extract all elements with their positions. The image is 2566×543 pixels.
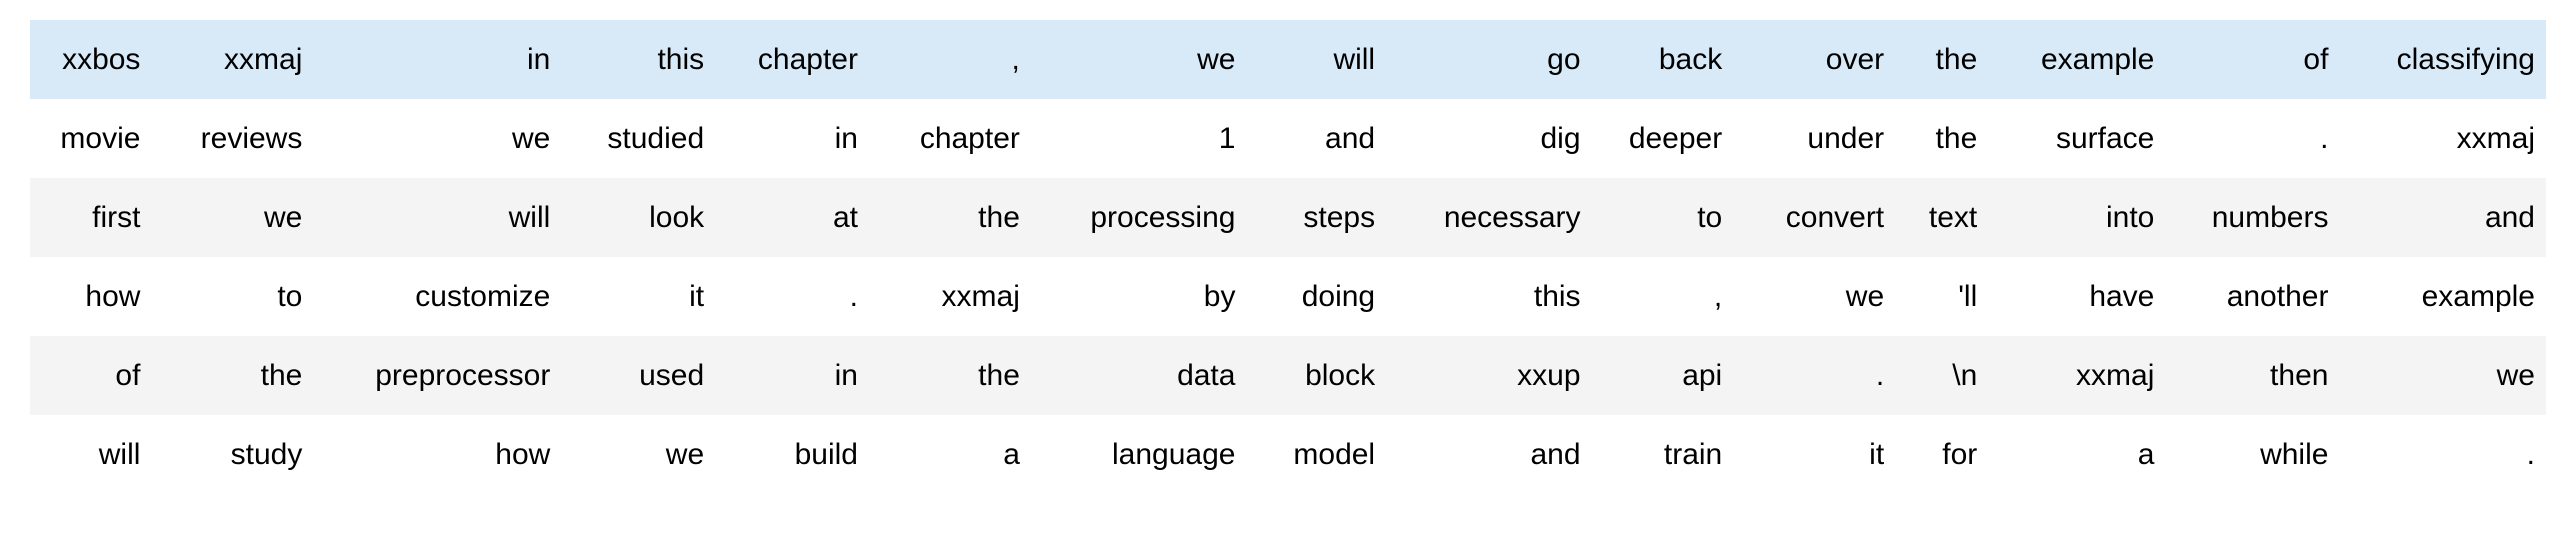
- table-cell: text: [1928, 200, 1978, 234]
- table-cell: of: [115, 358, 141, 392]
- table-cell: another: [2226, 279, 2329, 313]
- table-cell: xxmaj: [224, 42, 303, 76]
- table-cell: train: [1663, 437, 1723, 471]
- table-cell: and: [1530, 437, 1581, 471]
- table-cell: build: [794, 437, 858, 471]
- table-cell: while: [2260, 437, 2329, 471]
- table-cell: example: [2421, 279, 2535, 313]
- table-cell: chapter: [757, 42, 858, 76]
- table-cell: necessary: [1443, 200, 1581, 234]
- table-cell: in: [834, 121, 858, 155]
- table-cell: go: [1547, 42, 1581, 76]
- table-cell: this: [1533, 279, 1581, 313]
- table-cell: .: [2320, 121, 2329, 155]
- table-cell: example: [2040, 42, 2155, 76]
- table-cell: back: [1658, 42, 1723, 76]
- table-cell: how: [495, 437, 551, 471]
- table-cell: then: [2270, 358, 2329, 392]
- table-cell: in: [834, 358, 858, 392]
- table-cell: movie: [60, 121, 141, 155]
- table-row[interactable]: will study how we build a language model and trai…: [30, 415, 2546, 494]
- table-cell: .: [2526, 437, 2535, 471]
- table-cell: deeper: [1628, 121, 1723, 155]
- table-cell: for: [1942, 437, 1978, 471]
- table-cell: we: [665, 437, 705, 471]
- table-cell: will: [98, 437, 141, 471]
- table-cell: used: [639, 358, 705, 392]
- table-cell: first: [92, 200, 141, 234]
- table-cell: the: [260, 358, 303, 392]
- table-cell: language: [1111, 437, 1236, 471]
- table-cell: and: [2484, 200, 2535, 234]
- table-cell: we: [1845, 279, 1885, 313]
- table-cell: .: [1875, 358, 1885, 392]
- table-cell: ,: [1713, 279, 1723, 313]
- table-cell: a: [2137, 437, 2155, 471]
- table-row[interactable]: movie reviews we studied in chapter 1 and dig dee…: [30, 99, 2546, 178]
- table-cell: will: [1333, 42, 1376, 76]
- table-cell: it: [1869, 437, 1885, 471]
- table-cell: customize: [415, 279, 551, 313]
- table-cell: .: [849, 279, 858, 313]
- table-cell: in: [526, 42, 551, 76]
- table-cell: into: [2106, 200, 2155, 234]
- table-row[interactable]: of the preprocessor used in the data block xxup a…: [30, 336, 2546, 415]
- table-cell: reviews: [200, 121, 303, 155]
- table-cell: we: [264, 200, 303, 234]
- table-cell: ,: [1011, 42, 1020, 76]
- table-cell: xxbos: [62, 42, 141, 76]
- table-row[interactable]: first we will look at the processing steps neces…: [30, 178, 2546, 257]
- table-cell: surface: [2055, 121, 2155, 155]
- table-cell: 'll: [1958, 279, 1978, 313]
- table-cell: it: [689, 279, 705, 313]
- table-cell: steps: [1303, 200, 1376, 234]
- table-cell: look: [649, 200, 705, 234]
- table-cell: block: [1305, 358, 1376, 392]
- table-cell: doing: [1301, 279, 1376, 313]
- table-cell: the: [978, 358, 1020, 392]
- table-row[interactable]: how to customize it. xxmaj by doing this, we 'll h…: [30, 257, 2546, 336]
- table-cell: to: [1697, 200, 1723, 234]
- table-cell: of: [2303, 42, 2329, 76]
- table-cell: chapter: [919, 121, 1020, 155]
- table-cell: model: [1293, 437, 1376, 471]
- table-cell: we: [511, 121, 551, 155]
- table-cell: to: [277, 279, 303, 313]
- table-cell: have: [2089, 279, 2155, 313]
- table-cell: xxmaj: [2076, 358, 2155, 392]
- table-cell: over: [1825, 42, 1885, 76]
- table-row[interactable]: xxbos xxmaj in this chapter, we will go back over…: [30, 20, 2546, 99]
- table-cell: and: [1325, 121, 1376, 155]
- table-cell: convert: [1785, 200, 1885, 234]
- table-cell: the: [1935, 121, 1978, 155]
- table-cell: we: [2496, 358, 2535, 392]
- table-cell: the: [1935, 42, 1978, 76]
- table-cell: 1: [1218, 121, 1236, 155]
- table-cell: we: [1197, 42, 1236, 76]
- table-cell: numbers: [2211, 200, 2329, 234]
- table-cell: preprocessor: [375, 358, 551, 392]
- table-cell: xxmaj: [2456, 121, 2535, 155]
- table-cell: under: [1807, 121, 1885, 155]
- table-cell: data: [1177, 358, 1236, 392]
- token-table: xxbos xxmaj in this chapter, we will go back over…: [30, 20, 2546, 494]
- table-body: xxbos xxmaj in this chapter, we will go back over…: [30, 20, 2546, 494]
- table-cell: dig: [1540, 121, 1581, 155]
- table-cell: study: [230, 437, 303, 471]
- table-cell: \n: [1952, 358, 1978, 392]
- table-cell: by: [1203, 279, 1236, 313]
- table-cell: classifying: [2396, 42, 2535, 76]
- table-cell: processing: [1090, 200, 1236, 234]
- table-cell: a: [1003, 437, 1020, 471]
- table-cell: how: [85, 279, 141, 313]
- table-cell: studied: [607, 121, 705, 155]
- table-cell: xxmaj: [941, 279, 1020, 313]
- table-cell: will: [508, 200, 551, 234]
- table-cell: xxup: [1517, 358, 1581, 392]
- table-cell: at: [832, 200, 858, 234]
- table-cell: this: [657, 42, 705, 76]
- table-cell: api: [1682, 358, 1723, 392]
- table-cell: the: [978, 200, 1020, 234]
